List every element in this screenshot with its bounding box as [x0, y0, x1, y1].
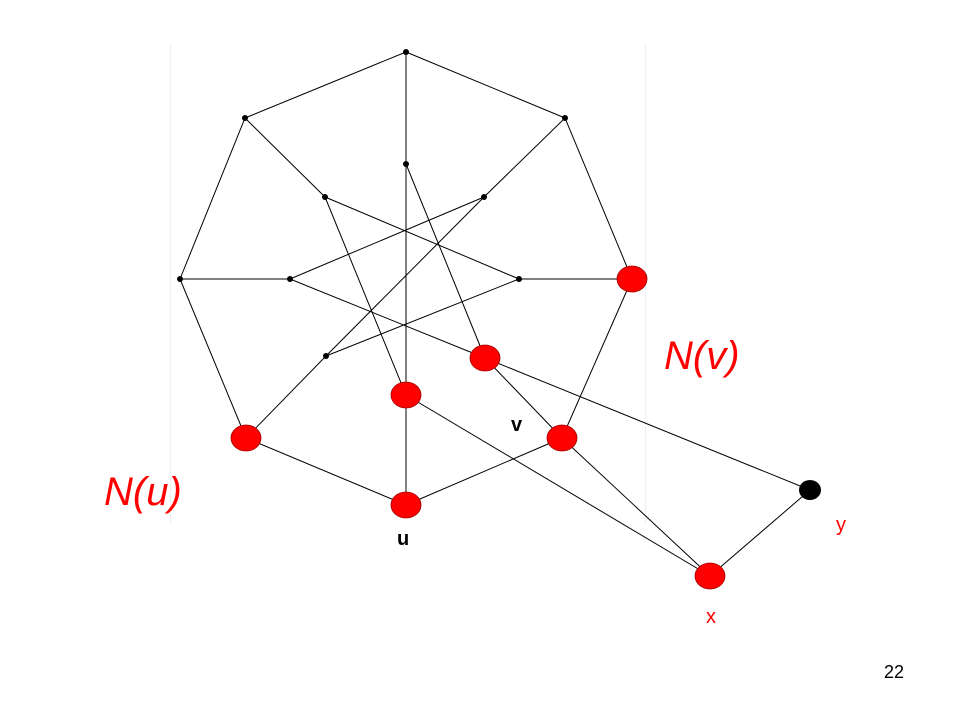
- edge-outer-upper-left-outer-left: [179, 117, 246, 280]
- edge-outer-lower-left-inner-lower-left: [245, 355, 327, 439]
- node-inner-lower-left: [323, 353, 329, 359]
- edge-outer-lower-right-inner-lower-right: [484, 357, 563, 439]
- v-label: v: [511, 414, 523, 436]
- node-x: [694, 562, 726, 590]
- node-top: [403, 49, 409, 55]
- n-v-label: N(v): [664, 334, 740, 379]
- edge-inner-upper-right-inner-left: [289, 196, 485, 280]
- edge-outer-upper-right-inner-upper-right: [483, 117, 566, 198]
- n-v-label-text: N(v): [664, 334, 740, 378]
- edge-outer-left-outer-lower-left: [179, 278, 247, 439]
- edge-outer-upper-right-outer-right: [564, 117, 633, 280]
- node-inner-bottom: [390, 381, 422, 409]
- x-label: x: [706, 606, 716, 628]
- graph-edges: [179, 51, 811, 577]
- node-y: [799, 480, 821, 500]
- edge-outer-lower-left-u: [245, 437, 407, 506]
- guide-line-left: [170, 44, 171, 524]
- edge-inner-lower-right-y: [484, 357, 811, 491]
- n-u-label-text: N(u): [104, 470, 182, 514]
- u-label: u: [397, 528, 410, 550]
- edge-inner-bottom-x: [405, 394, 711, 577]
- node-outer-lower-right: [546, 424, 578, 452]
- node-inner-upper-right: [481, 194, 487, 200]
- node-inner-lower-right: [469, 344, 501, 372]
- node-outer-lower-left: [230, 424, 262, 452]
- node-u: [390, 491, 422, 519]
- node-inner-upper-left: [322, 194, 328, 200]
- graph-nodes: [177, 49, 821, 590]
- edge-inner-upper-left-inner-bottom: [324, 196, 407, 396]
- node-inner-top: [403, 161, 409, 167]
- node-outer-upper-right: [562, 115, 568, 121]
- edge-outer-right-outer-lower-right: [561, 278, 633, 439]
- edge-outer-lower-right-x: [561, 437, 711, 577]
- edge-outer-lower-right-u: [405, 437, 563, 506]
- edge-x-y: [709, 489, 811, 577]
- node-outer-upper-left: [242, 115, 248, 121]
- page-number: 22: [884, 662, 905, 682]
- node-inner-left: [287, 276, 293, 282]
- n-u-label: N(u): [104, 470, 182, 515]
- node-outer-left: [177, 276, 183, 282]
- y-label: y: [836, 514, 846, 536]
- node-inner-right: [516, 276, 522, 282]
- edge-inner-upper-left-inner-right: [324, 196, 520, 280]
- edge-inner-left-inner-lower-right: [289, 278, 486, 359]
- edge-outer-upper-left-inner-upper-left: [244, 117, 326, 198]
- edge-top-outer-upper-right: [405, 51, 566, 119]
- edge-inner-upper-right-inner-lower-left: [325, 196, 485, 357]
- edge-top-outer-upper-left: [244, 51, 407, 119]
- edge-inner-top-inner-lower-right: [405, 163, 486, 359]
- edge-inner-right-inner-lower-left: [325, 278, 520, 357]
- node-outer-right: [616, 265, 648, 293]
